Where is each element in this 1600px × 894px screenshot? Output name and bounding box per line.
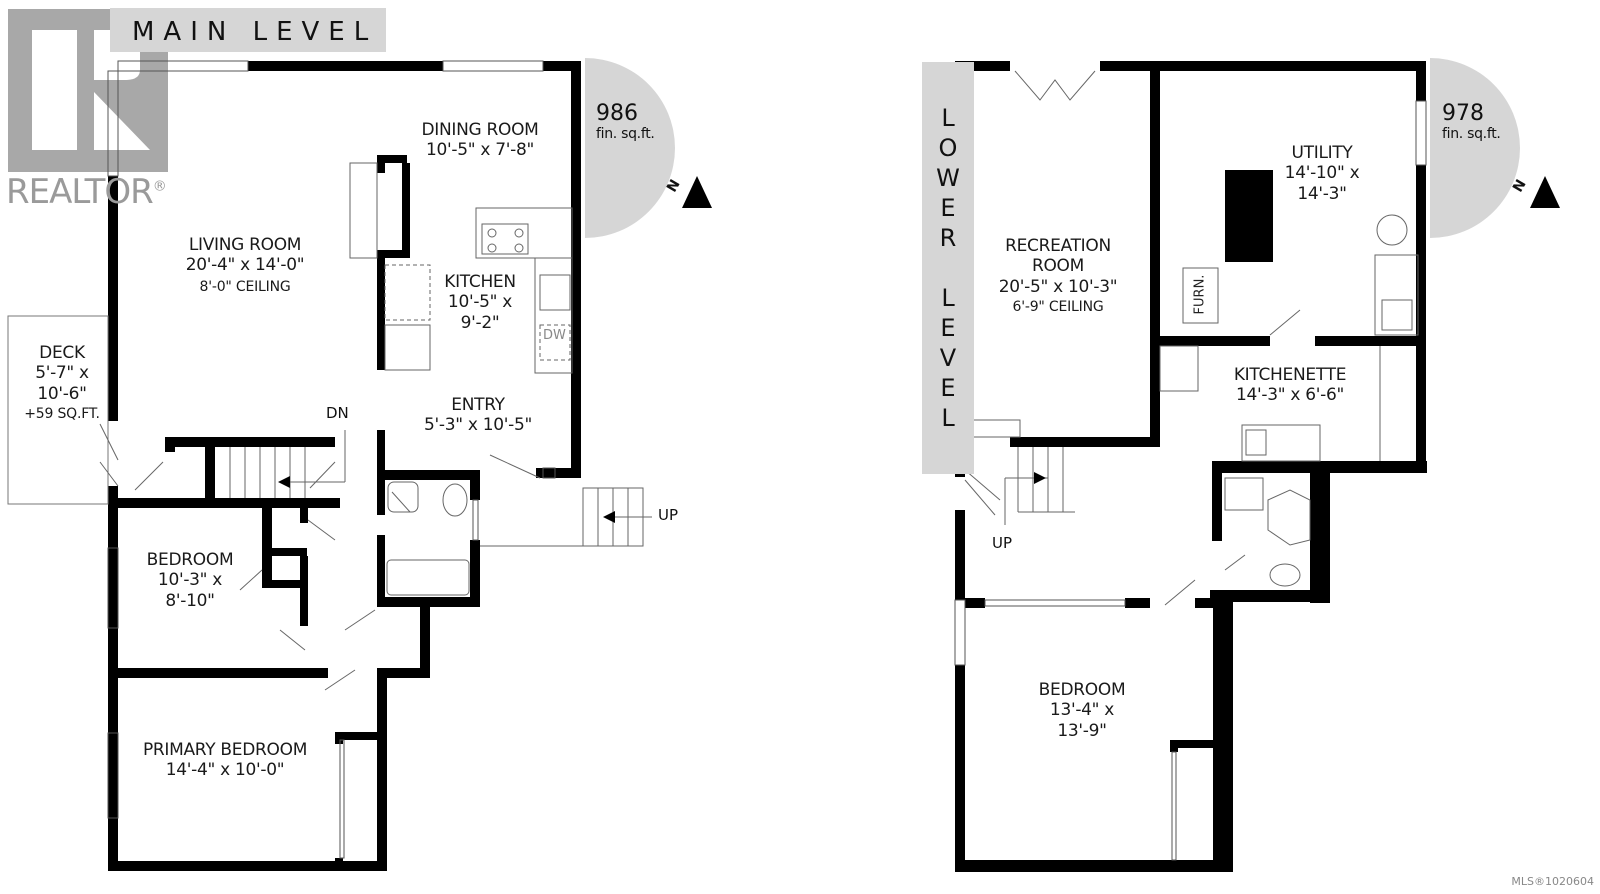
room-utility: UTILITY 14'-10" x 14'-3" [1284, 143, 1360, 204]
water-heater-block [1225, 170, 1273, 262]
room-entry: ENTRY 5'-3" x 10'-5" [423, 395, 533, 436]
mls-number: MLS®1020604 [1511, 875, 1594, 888]
room-recreation: RECREATION ROOM 20'-5" x 10'-3" 6'-9" CE… [998, 236, 1118, 316]
compass-main [585, 58, 675, 238]
north-arrow-icon [1530, 176, 1560, 208]
lower-level-fixtures [964, 70, 1419, 606]
lower-level-title: L O W E R L E V E L [922, 62, 974, 474]
lower-area-badge: 978 fin. sq.ft. [1442, 101, 1501, 143]
dishwasher-label: DW [543, 328, 566, 343]
north-arrow-icon [682, 176, 712, 208]
stair-arrow-icon [278, 476, 290, 488]
main-area-badge: 986 fin. sq.ft. [596, 101, 655, 143]
room-deck: DECK 5'-7" x 10'-6" +59 SQ.FT. [24, 343, 100, 423]
room-primary-bedroom: PRIMARY BEDROOM 14'-4" x 10'-0" [142, 740, 308, 781]
realtor-watermark: REALTOR® [6, 172, 167, 212]
stair-down-label: DN [326, 404, 349, 422]
stair-up-label: UP [658, 506, 679, 524]
room-kitchenette: KITCHENETTE 14'-3" x 6'-6" [1233, 365, 1347, 406]
main-level-fixtures [99, 162, 652, 691]
room-kitchen: KITCHEN 10'-5" x 9'-2" [444, 272, 516, 333]
room-dining: DINING ROOM 10'-5" x 7'-8" [421, 120, 539, 161]
stair-arrow-icon [603, 511, 615, 523]
stair-arrow-icon [1034, 472, 1046, 484]
main-level-windows [107, 60, 556, 859]
lower-stairs [1004, 447, 1075, 525]
main-level-walls [108, 61, 581, 871]
room-bedroom-lower: BEDROOM 13'-4" x 13'-9" [1038, 680, 1126, 741]
room-bedroom-main: BEDROOM 10'-3" x 8'-10" [146, 550, 234, 611]
deck-outline [7, 315, 109, 505]
main-level-title: MAIN LEVEL [110, 8, 386, 52]
compass-lower [1430, 58, 1520, 238]
room-living: LIVING ROOM 20'-4" x 14'-0" 8'-0" CEILIN… [185, 235, 305, 295]
furnace-label: FURN. [1192, 274, 1208, 315]
stair-up-label-lower: UP [992, 534, 1013, 552]
main-stairs [229, 430, 346, 498]
